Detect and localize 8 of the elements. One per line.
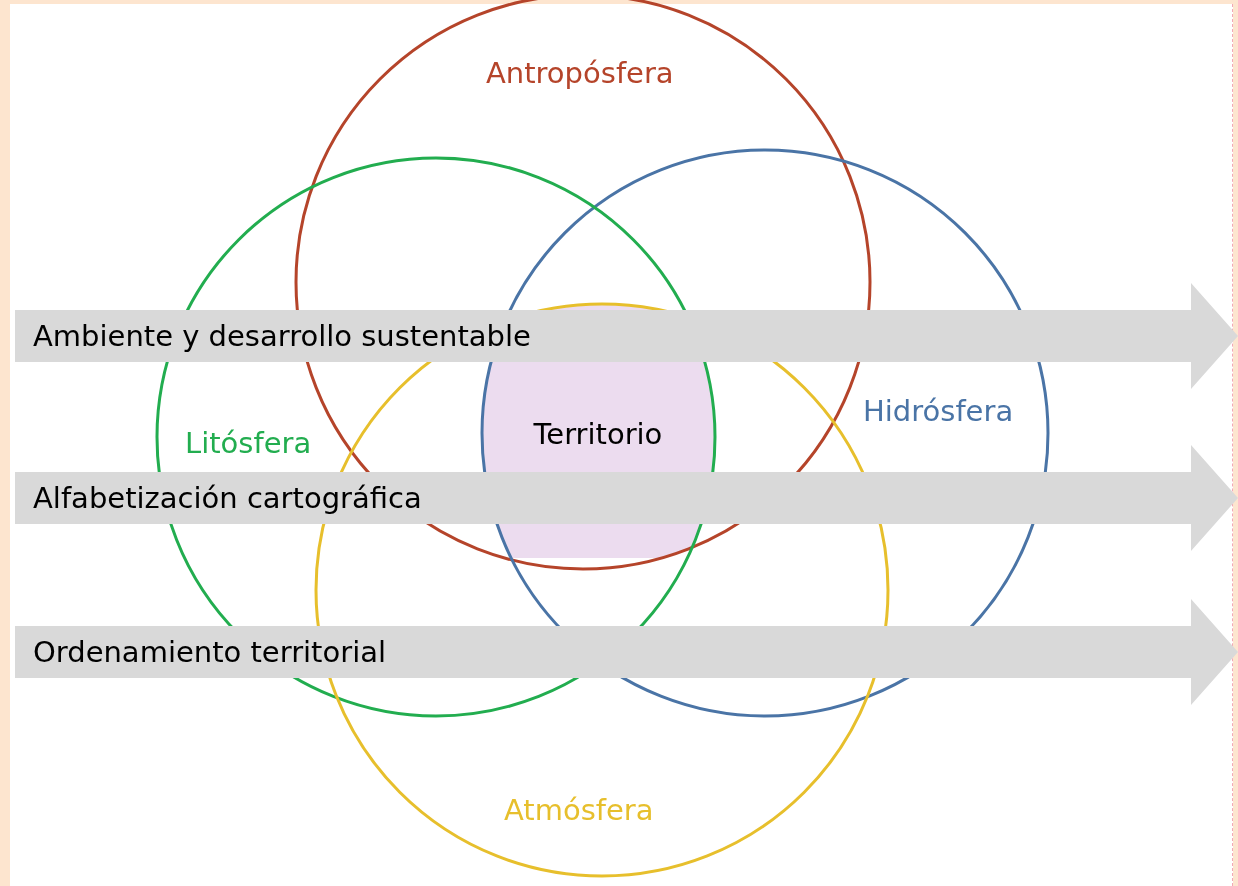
circle-label: Antropósfera [486,56,674,90]
circle-label: Hidrósfera [863,394,1014,428]
band-label: Ambiente y desarrollo sustentable [33,319,531,353]
region-label: Territorio [533,417,663,451]
circle-label: Litósfera [185,426,312,460]
band-label: Ordenamiento territorial [33,635,387,669]
circle-label: Atmósfera [504,793,654,827]
band-label: Alfabetización cartográfica [33,481,422,515]
